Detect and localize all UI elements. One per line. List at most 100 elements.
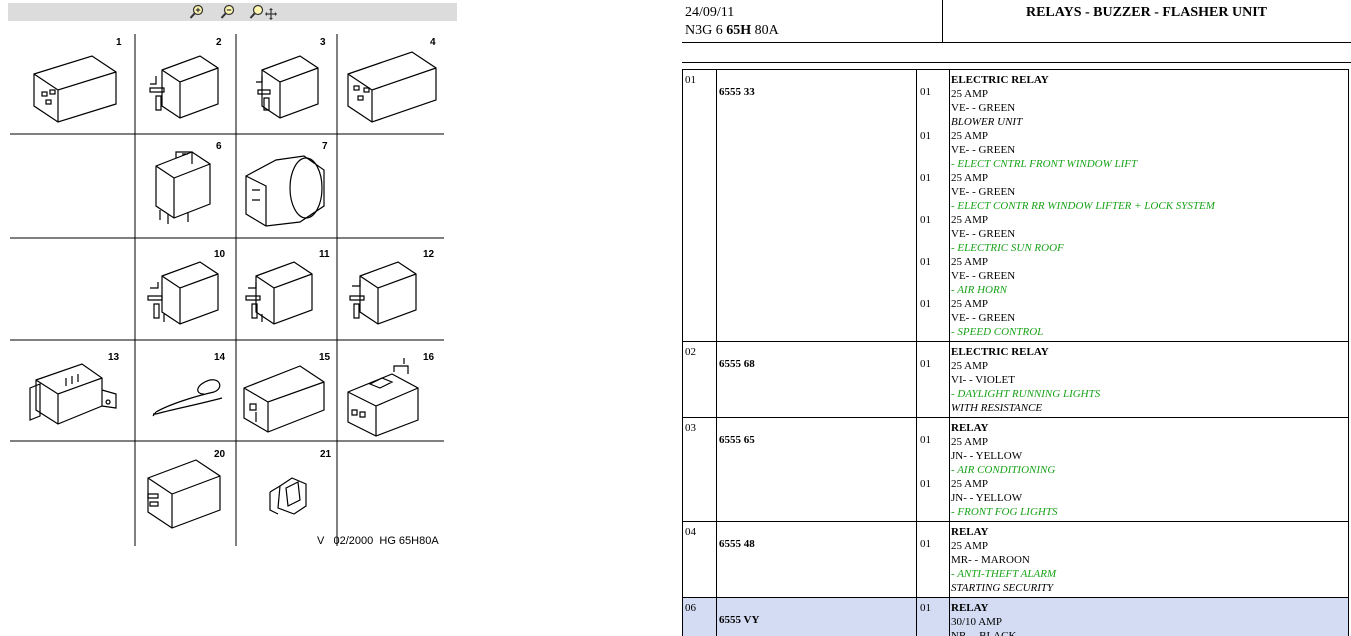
quantity-cell: 01 <box>920 298 931 310</box>
callout-number[interactable]: 10 <box>214 249 226 260</box>
callout-number[interactable]: 6 <box>216 141 222 152</box>
table-header: 24/09/11 N3G 6 65H 80A RELAYS - BUZZER -… <box>682 0 1351 43</box>
header-date: 24/09/11 <box>685 5 735 20</box>
zoom-out-icon[interactable] <box>220 4 236 20</box>
part-number-link[interactable]: 6555 65 <box>719 434 755 446</box>
callout-number[interactable]: 14 <box>214 352 226 363</box>
description-line: VE- - GREEN <box>951 312 1016 324</box>
application-link[interactable]: - AIR HORN <box>951 284 1008 296</box>
clip-21-drawing <box>269 477 307 515</box>
description-line: 25 AMP <box>951 88 988 100</box>
part-number-link[interactable]: 6555 33 <box>719 86 755 98</box>
description-line: 25 AMP <box>951 172 988 184</box>
description-line: 25 AMP <box>951 256 988 268</box>
application-link[interactable]: - AIR CONDITIONING <box>951 464 1056 476</box>
usage-block: 01 25 AMP VE- - GREEN - SPEED CONTROL <box>683 297 1348 339</box>
column-divider <box>949 418 950 521</box>
application-link[interactable]: - DAYLIGHT RUNNING LIGHTS <box>951 388 1101 400</box>
quantity-cell: 01 <box>920 538 931 550</box>
description-line: MR- - MAROON <box>951 554 1030 566</box>
description-line: RELAY <box>951 602 989 614</box>
part-number-link[interactable]: 6555 VY <box>719 614 760 626</box>
callout-number[interactable]: 4 <box>430 37 436 48</box>
relay-6-drawing <box>155 151 211 224</box>
quantity-cell: 01 <box>920 214 931 226</box>
description-line: STARTING SECURITY <box>951 582 1054 594</box>
column-divider <box>716 342 717 417</box>
clip-14-drawing <box>152 379 223 417</box>
callout-number[interactable]: 13 <box>108 352 120 363</box>
description-line: 25 AMP <box>951 540 988 552</box>
quantity-cell: 01 <box>920 478 931 490</box>
quantity-cell: 01 <box>920 358 931 370</box>
header-rule <box>682 62 1351 63</box>
application-link[interactable]: - FRONT FOG LIGHTS <box>951 506 1058 518</box>
description-line: WITH RESISTANCE <box>951 402 1043 414</box>
relay-16-drawing <box>347 358 419 437</box>
quantity-cell: 01 <box>920 86 931 98</box>
description-line: BLOWER UNIT <box>951 116 1023 128</box>
description-line: VE- - GREEN <box>951 102 1016 114</box>
connector-7-drawing <box>245 155 325 227</box>
description-line: VE- - GREEN <box>951 186 1016 198</box>
part-number-link[interactable]: 6555 48 <box>719 538 755 550</box>
zoom-in-icon[interactable] <box>189 4 205 20</box>
application-link[interactable]: - ELECT CONTR RR WINDOW LIFTER + LOCK SY… <box>951 200 1215 212</box>
relay-3-drawing <box>256 55 319 119</box>
callout-number[interactable]: 11 <box>319 249 330 260</box>
description-line: 25 AMP <box>951 214 988 226</box>
diagram-panel: 1 2 3 4 6 7 10 11 12 13 14 15 16 20 21 <box>0 0 460 636</box>
callout-number[interactable]: 15 <box>319 352 331 363</box>
callout-number[interactable]: 12 <box>423 249 435 260</box>
column-divider <box>716 598 717 636</box>
relay-15-drawing <box>243 365 325 433</box>
description-line: 25 AMP <box>951 298 988 310</box>
description-line: VE- - GREEN <box>951 228 1016 240</box>
column-divider <box>949 598 950 636</box>
application-link[interactable]: - ELECT CNTRL FRONT WINDOW LIFT <box>951 158 1138 170</box>
column-divider <box>916 418 917 521</box>
application-link[interactable]: - ANTI-THEFT ALARM <box>951 568 1057 580</box>
callout-number[interactable]: 7 <box>322 141 328 152</box>
callout-number[interactable]: 16 <box>423 352 435 363</box>
relay-4-drawing <box>347 51 437 123</box>
page-title: RELAYS - BUZZER - FLASHER UNIT <box>1025 5 1268 20</box>
column-divider <box>916 70 917 341</box>
part-number-link[interactable]: 6555 68 <box>719 358 755 370</box>
description-line: 25 AMP <box>951 436 988 448</box>
row-reference: 02 <box>685 346 696 358</box>
callout-number[interactable]: 21 <box>320 449 332 460</box>
parts-diagram: 1 2 3 4 6 7 10 11 12 13 14 15 16 20 21 <box>10 34 444 547</box>
description-line: 25 AMP <box>951 130 988 142</box>
header-divider <box>942 0 943 42</box>
parts-table-panel: 24/09/11 N3G 6 65H 80A RELAYS - BUZZER -… <box>682 0 1351 636</box>
quantity-cell: 01 <box>920 130 931 142</box>
description-line: ELECTRIC RELAY <box>951 346 1049 358</box>
column-divider <box>916 598 917 636</box>
callout-number[interactable]: 3 <box>320 37 326 48</box>
relay-1-drawing <box>33 55 117 123</box>
description-line: JN- - YELLOW <box>951 450 1023 462</box>
callout-number[interactable]: 1 <box>116 37 122 48</box>
application-link[interactable]: - ELECTRIC SUN ROOF <box>951 242 1064 254</box>
column-divider <box>716 418 717 521</box>
callout-number[interactable]: 2 <box>216 37 222 48</box>
quantity-cell: 01 <box>920 602 931 614</box>
callout-number[interactable]: 20 <box>214 449 226 460</box>
row-reference: 03 <box>685 422 696 434</box>
column-divider <box>916 342 917 417</box>
application-link[interactable]: - SPEED CONTROL <box>951 326 1044 338</box>
zoom-pan-icon[interactable] <box>249 4 279 20</box>
